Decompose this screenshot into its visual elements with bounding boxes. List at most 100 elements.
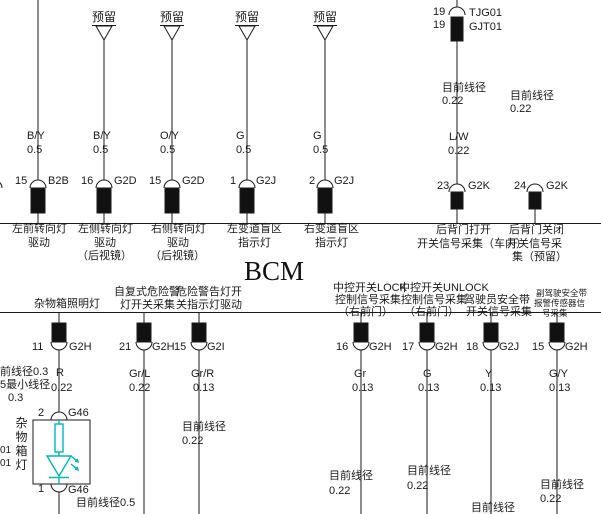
wire-gauge-label: 0.5 [27,144,43,156]
function-label: 驱动 [167,237,189,249]
connector-name: G2H [369,341,392,353]
wire-color-label: L/W [449,131,469,143]
top-pin-symbols [0,179,544,223]
function-label: 开关信号采 [507,238,562,250]
inline-connector-name: GJT01 [469,21,503,33]
wire-color-label: R [56,367,64,379]
wire-color-label: G [236,130,245,142]
pin-number: 15 [174,341,187,353]
connector-name: G2I [207,341,225,353]
g46-pin1-arc [50,483,68,493]
pin-number: 23 [437,180,450,192]
reserved-label: 预留 [160,10,185,24]
function-label: （右前门） [404,306,459,318]
connector-name: G2J [334,175,355,187]
function-label: 号采集 [542,308,568,318]
function-label: 左前转向灯 [12,223,67,235]
inline-connector-name: TJG01 [469,7,503,19]
pin-number: 1 [38,483,45,495]
function-label: 左变道盲区 [227,223,282,235]
gauge-annotation: 0.22 [407,480,429,492]
connector-name: G2J [499,341,520,353]
gauge-annotation: 0.22 [182,435,204,447]
pin-number: 11 [32,341,44,353]
gauge-annotation: 5最小线径 [0,379,51,391]
connector-name: G2D [182,175,205,187]
function-label: 指示灯 [238,237,271,249]
reserved-terminator-icon [92,25,337,42]
pin-number: 2 [309,175,316,187]
pin-number: 24 [514,180,527,192]
connector-name: G2H [152,341,175,353]
function-label: 开关信号采集（车内） [417,238,527,250]
pin-number: 15 [532,341,545,353]
pin-number: 21 [119,341,132,353]
function-label: 驱动 [28,237,50,249]
wire-gauge-label: 0.22 [129,382,151,394]
function-label: 中控开关LOCK [333,282,407,294]
bcm-title: BCM [244,256,305,286]
function-label: 驱动 [94,237,116,249]
function-label: 报警传感器信 [534,298,586,308]
function-label: （右前门） [338,306,393,318]
function-label: 后背门关闭 [509,224,564,236]
gauge-annotation: 目前线径 [182,421,226,433]
clipped-edge-label: 01 [0,458,12,469]
connector-name: G2J [256,175,277,187]
reserved-label: 预留 [92,10,117,24]
function-label: 杂物箱照明灯 [34,298,100,310]
inline-pin-number: 19 [433,6,446,18]
gauge-annotation: 0.22 [510,103,532,115]
gauge-annotation: 0.22 [442,95,464,107]
function-label: 右变道盲区 [304,223,359,235]
reserved-label: 预留 [313,10,338,24]
wire-gauge-label: 0.5 [93,144,109,156]
connector-name: G2K [546,180,569,192]
pin-number: 1 [230,175,237,187]
gauge-annotation: 目前线径 [540,479,584,491]
function-label: 左侧转向灯 [78,223,133,235]
pin-number: 17 [402,341,415,353]
g46-pin2-arc [50,411,68,421]
gauge-annotation: 前线径0.3 [0,366,49,378]
function-label: 控制信号采集 [335,294,401,306]
pin-number: 2 [38,407,45,419]
function-label: 副驾驶安全带 [536,288,588,298]
pin-number: 15 [149,175,162,187]
function-label: （后视镜） [77,250,132,262]
inline-connector-block [450,16,464,42]
wire-line [58,350,558,514]
wire-color-label: Gr/L [129,368,151,380]
wire-gauge-label: 0.22 [448,145,470,157]
pin-number: 18 [466,341,479,353]
wire-gauge-label: 0.13 [418,382,440,394]
function-label: 右侧转向灯 [151,223,206,235]
function-label: 集（预留） [512,251,567,263]
clipped-edge-label: 01 [0,445,12,456]
connector-name: G2H [565,341,588,353]
wire-gauge-label: 0.5 [313,144,329,156]
function-label: 关指示灯驱动 [176,299,242,311]
wire-gauge-label: 0.22 [51,382,73,394]
gauge-annotation: 目前线径0.5 [76,497,136,509]
gauge-annotation: 目前线径 [510,90,554,102]
function-label: 开关信号采集 [466,306,532,318]
pin-number: 16 [336,341,349,353]
function-label: 中控开关UNLOCK [399,282,489,294]
wire-gauge-label: 0.13 [352,382,374,394]
wire-gauge-label: 0.13 [193,382,215,394]
connector-name: B2B [48,175,69,187]
wire-color-label: B/Y [93,130,111,142]
wire-gauge-label: 0.5 [236,144,252,156]
wire-color-label: Gr/R [191,368,215,380]
function-label: 灯开关采集 [120,299,175,311]
glovebox-lamp-label: 杂物箱灯 [15,416,28,473]
clipped-pin-arc [0,182,3,189]
wire-color-label: Y [485,368,493,380]
inline-pin-number: 19 [433,19,446,31]
connector-name: G2H [435,341,458,353]
wire-color-label: Gr [354,368,367,380]
bottom-pin-symbols [50,313,566,351]
connector-name: G2D [114,175,137,187]
